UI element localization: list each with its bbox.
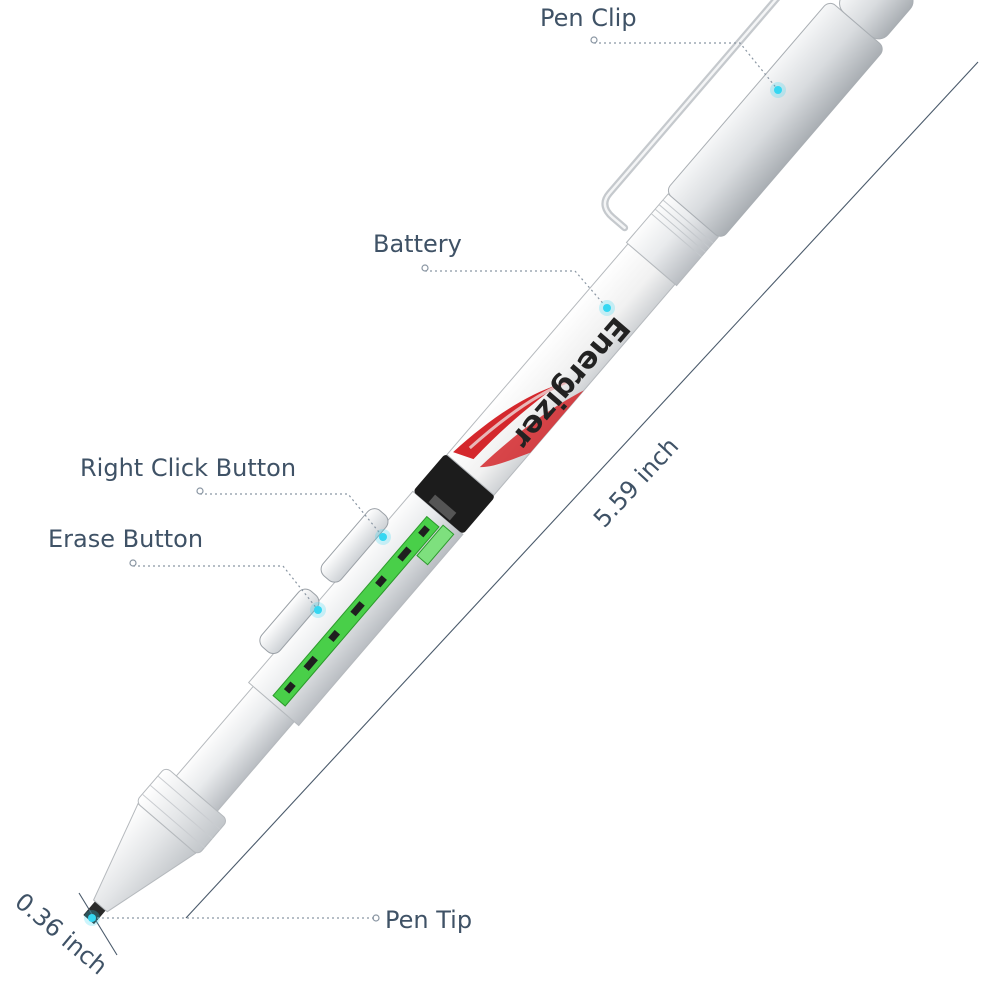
erase-button-label: Erase Button [48, 525, 203, 553]
pen-cap [667, 2, 883, 237]
right-click-button-label: Right Click Button [80, 454, 296, 482]
pen-cap-end [839, 0, 914, 40]
callout-erase-button: Erase Button [48, 525, 326, 618]
callout-pen-tip: Pen Tip [84, 906, 472, 934]
length-dimension: 5.59 inch [185, 61, 979, 919]
battery-cap [414, 455, 494, 533]
erase-button [259, 588, 320, 654]
callout-pen-clip: Pen Clip [540, 4, 786, 98]
pen-clip-label: Pen Clip [540, 4, 637, 32]
pen-tip-label: Pen Tip [385, 906, 472, 934]
callout-right-click-button: Right Click Button [80, 454, 391, 545]
battery-label: Battery [373, 230, 462, 258]
callout-battery: Battery [373, 230, 615, 316]
right-click-button [320, 508, 389, 583]
length-dimension-label: 5.59 inch [588, 432, 684, 533]
pen-tip-cone [92, 802, 197, 913]
